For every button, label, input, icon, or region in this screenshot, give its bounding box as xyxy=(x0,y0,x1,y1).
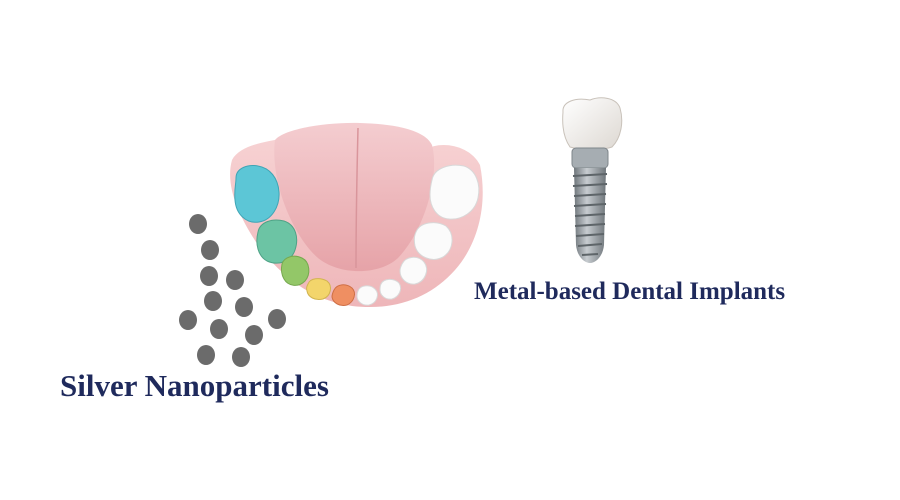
nanoparticle xyxy=(179,310,197,330)
tooth-premolar-2 xyxy=(306,278,331,300)
nanoparticle xyxy=(204,291,222,311)
implant-crown xyxy=(562,97,623,150)
nanoparticle xyxy=(226,270,244,290)
implant-abutment xyxy=(571,147,609,169)
lower-jaw-icon xyxy=(230,122,483,308)
implant-threads xyxy=(572,173,608,256)
dental-implants-label: Metal-based Dental Implants xyxy=(474,278,786,305)
silver-nanoparticles-icon xyxy=(179,214,286,367)
tooth-incisor xyxy=(379,278,402,300)
tooth-molar-1 xyxy=(234,165,280,223)
tooth-premolar-right-2 xyxy=(413,222,453,260)
nanoparticle xyxy=(197,345,215,365)
tongue-groove xyxy=(355,127,359,269)
nanoparticle xyxy=(189,214,207,234)
nanoparticle xyxy=(235,297,253,317)
nanoparticle xyxy=(232,347,250,367)
silver-nanoparticles-label: Silver Nanoparticles xyxy=(60,368,329,403)
nanoparticle xyxy=(200,266,218,286)
tongue xyxy=(274,122,435,272)
tooth-molar-right xyxy=(429,164,480,220)
tooth-premolar-1 xyxy=(280,255,310,286)
nanoparticle xyxy=(210,319,228,339)
nanoparticle xyxy=(268,309,286,329)
tooth-premolar-right-1 xyxy=(399,256,428,285)
nanoparticle xyxy=(245,325,263,345)
dental-implant-icon xyxy=(562,97,623,263)
tooth-molar-2 xyxy=(256,219,298,264)
tooth-incisor xyxy=(356,285,378,306)
nanoparticle xyxy=(201,240,219,260)
tooth-canine xyxy=(331,284,355,306)
